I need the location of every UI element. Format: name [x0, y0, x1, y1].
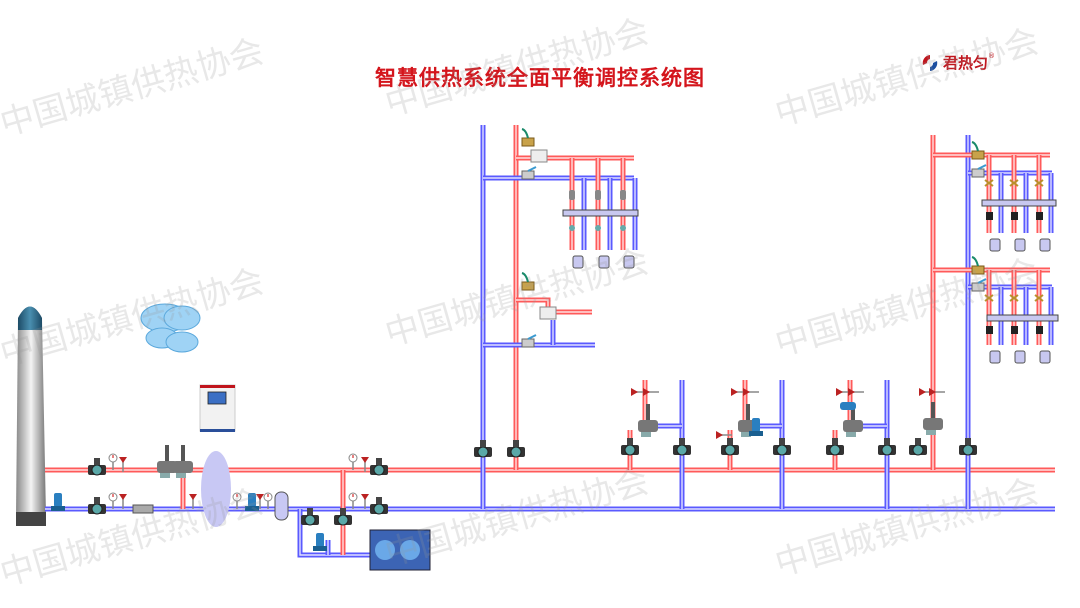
pressure-gauge-icon: [348, 453, 358, 470]
three-way-control-valve-icon[interactable]: [173, 445, 193, 478]
plate-heat-exchanger[interactable]: [201, 451, 231, 527]
control-cabinet[interactable]: [199, 384, 236, 432]
valve-icon[interactable]: [1036, 326, 1043, 334]
radiator-icon[interactable]: [1039, 238, 1051, 252]
temperature-sensor-icon: [716, 431, 732, 439]
thermostatic-valve-icon[interactable]: [984, 179, 994, 187]
thermostatic-valve-icon[interactable]: [984, 294, 994, 302]
pressure-gauge-icon: [108, 492, 118, 509]
radiator-icon[interactable]: [1039, 350, 1051, 364]
temperature-sensor-icon: [929, 388, 945, 396]
valve-icon[interactable]: [1011, 212, 1018, 220]
valve-icon[interactable]: [620, 225, 626, 231]
balancing-valve-icon[interactable]: [521, 128, 535, 147]
circulation-pump-icon[interactable]: [840, 402, 856, 410]
flow-meter-icon: [530, 149, 548, 163]
radiator-icon[interactable]: [623, 255, 635, 269]
chimney-icon: [16, 306, 46, 526]
valve-icon[interactable]: [301, 508, 319, 526]
balancing-valve-icon[interactable]: [521, 272, 535, 291]
valve-icon[interactable]: [826, 438, 844, 456]
filter-icon: [620, 190, 626, 200]
valve-icon[interactable]: [334, 508, 352, 526]
valve-icon[interactable]: [878, 438, 896, 456]
expansion-tank: [274, 491, 289, 521]
logo-icon: [922, 54, 938, 71]
valve-icon[interactable]: [569, 225, 575, 231]
valve-icon[interactable]: [507, 440, 525, 458]
distribution-manifold: [981, 199, 1057, 207]
three-way-control-valve-icon[interactable]: [638, 404, 658, 437]
flow-meter-icon: [539, 306, 557, 320]
thermometer-icon: [119, 457, 127, 472]
thermometer-icon: [189, 494, 197, 509]
thermostatic-valve-icon[interactable]: [1009, 294, 1019, 302]
pressure-gauge-icon: [348, 492, 358, 509]
valve-icon[interactable]: [370, 497, 388, 515]
valve-icon[interactable]: [986, 326, 993, 334]
distribution-manifold: [986, 314, 1059, 322]
balancing-valve-icon[interactable]: [971, 256, 985, 275]
pressure-gauge-icon: [108, 453, 118, 470]
valve-icon[interactable]: [88, 497, 106, 515]
valve-icon[interactable]: [621, 438, 639, 456]
thermostatic-valve-icon[interactable]: [1034, 179, 1044, 187]
ball-valve-icon[interactable]: [521, 334, 537, 348]
valve-icon[interactable]: [1011, 326, 1018, 334]
radiator-icon[interactable]: [989, 350, 1001, 364]
thermometer-icon: [361, 457, 369, 472]
circulation-pump-icon[interactable]: [245, 493, 259, 511]
thermometer-icon: [361, 494, 369, 509]
valve-icon[interactable]: [959, 438, 977, 456]
thermostatic-valve-icon[interactable]: [1034, 294, 1044, 302]
supply-pipe: [516, 297, 592, 315]
valve-icon[interactable]: [370, 458, 388, 476]
valve-icon[interactable]: [721, 438, 739, 456]
brand-logo: 君热匀 ®: [920, 52, 995, 73]
ball-valve-icon[interactable]: [971, 164, 987, 178]
circulation-pump-icon[interactable]: [313, 533, 327, 551]
radiator-icon[interactable]: [572, 255, 584, 269]
filter-icon: [132, 504, 154, 514]
thermostatic-valve-icon[interactable]: [1009, 179, 1019, 187]
ball-valve-icon[interactable]: [971, 278, 987, 292]
pressure-gauge-icon: [232, 492, 242, 509]
circulation-pump-icon[interactable]: [749, 418, 763, 436]
temperature-sensor-icon: [743, 388, 759, 396]
radiator-icon[interactable]: [1014, 350, 1026, 364]
radiator-icon[interactable]: [989, 238, 1001, 252]
filter-icon: [595, 190, 601, 200]
valve-icon[interactable]: [595, 225, 601, 231]
boiler-unit[interactable]: [369, 529, 431, 571]
return-pipe: [297, 509, 370, 558]
cloud-icon: [140, 303, 201, 353]
valve-icon[interactable]: [88, 458, 106, 476]
pressure-gauge-icon: [263, 492, 273, 509]
thermometer-icon: [119, 494, 127, 509]
valve-icon[interactable]: [986, 212, 993, 220]
logo-text: 君热匀: [943, 54, 989, 72]
logo-registered-mark: ®: [988, 52, 996, 60]
valve-icon[interactable]: [673, 438, 691, 456]
ball-valve-icon[interactable]: [521, 166, 537, 180]
thermometer-icon: [256, 494, 264, 509]
diagram-title: 智慧供热系统全面平衡调控系统图: [375, 65, 705, 90]
three-way-control-valve-icon[interactable]: [923, 402, 943, 435]
valve-icon[interactable]: [909, 438, 927, 456]
valve-icon[interactable]: [474, 440, 492, 458]
three-way-control-valve-icon[interactable]: [843, 404, 863, 437]
three-way-control-valve-icon[interactable]: [157, 445, 177, 478]
temperature-sensor-icon: [848, 388, 864, 396]
valve-icon[interactable]: [1036, 212, 1043, 220]
temperature-sensor-icon: [643, 388, 659, 396]
radiator-icon[interactable]: [598, 255, 610, 269]
valve-icon[interactable]: [773, 438, 791, 456]
filter-icon: [569, 190, 575, 200]
distribution-manifold: [562, 209, 639, 217]
circulation-pump-icon[interactable]: [51, 493, 65, 511]
balancing-valve-icon[interactable]: [971, 141, 985, 160]
radiator-icon[interactable]: [1014, 238, 1026, 252]
